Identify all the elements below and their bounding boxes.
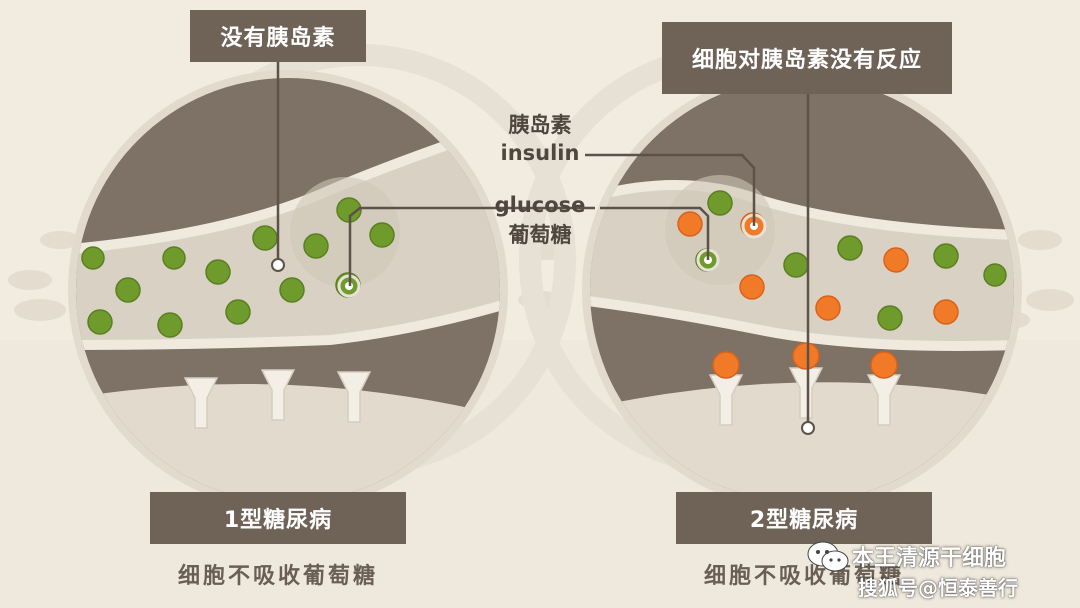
magnifier-left [68,70,508,510]
leader-endpoint-right [801,421,815,435]
label-no-insulin: 没有胰岛素 [190,10,366,62]
leader-glucose-right [600,206,710,260]
watermark-line1: 本王清源干细胞 [852,546,1007,571]
label-insulin-zh: 胰岛素 [508,113,572,137]
vessel-left [76,120,500,345]
label-glucose-zh: 葡萄糖 [508,223,572,247]
insulin-on-receptors [712,342,898,379]
title-type2: 2型糖尿病 [676,492,932,544]
label-glucose-en: glucose [494,193,586,217]
receptors-left [183,369,372,429]
zoom-bubble-right [665,175,775,285]
leader-insulin [585,153,756,226]
receptor [260,369,296,421]
wechat-icon [806,540,850,574]
title-type1: 1型糖尿病 [150,492,406,544]
watermark-line2: 搜狐号@恒泰善行 [858,576,1018,600]
label-insulin-en: insulin [500,141,580,165]
leader-lines [276,60,810,428]
vessel-wall-bottom-right [590,295,1014,351]
receptor [708,374,744,426]
leader-glucose-left [348,206,595,286]
receptor [788,367,824,419]
receptor [336,371,372,423]
zoom-bubble-left [290,177,400,287]
caption-type1: 细胞不吸收葡萄糖 [177,564,378,589]
caption-type2: 细胞不吸收葡萄糖 [703,564,904,589]
leader-endpoint-left [271,258,285,272]
receptor [183,377,219,429]
receptor [866,374,902,426]
vessel-wall-bottom-left [76,295,500,350]
receptors-right [708,367,902,426]
label-no-response: 细胞对胰岛素没有反应 [662,22,952,94]
